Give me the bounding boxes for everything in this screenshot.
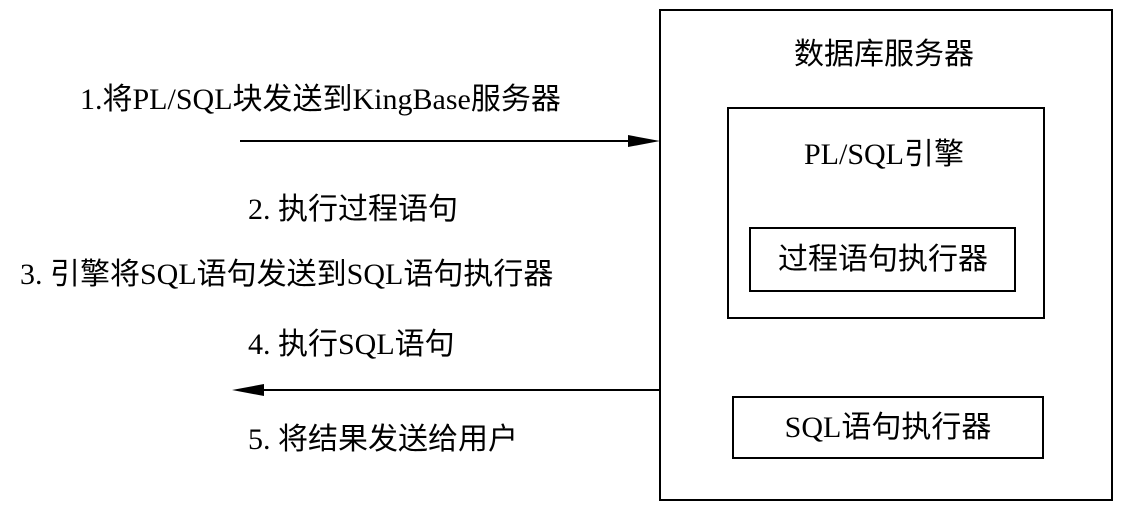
step-3-label: 3. 引擎将SQL语句发送到SQL语句执行器 bbox=[20, 258, 554, 291]
database-server-box bbox=[659, 9, 1113, 501]
step-4-label: 4. 执行SQL语句 bbox=[248, 328, 455, 361]
sql-executor-label: SQL语句执行器 bbox=[784, 411, 992, 444]
return-arrow bbox=[232, 384, 660, 396]
procedural-executor-box bbox=[749, 227, 1016, 292]
step-2-label: 2. 执行过程语句 bbox=[248, 193, 458, 226]
plsql-engine-box bbox=[727, 107, 1045, 319]
procedural-executor-label: 过程语句执行器 bbox=[778, 243, 988, 276]
send-arrow bbox=[240, 135, 660, 147]
step-5-label: 5. 将结果发送给用户 bbox=[248, 423, 518, 456]
sql-executor-box bbox=[732, 396, 1044, 459]
plsql-engine-title: PL/SQL引擎 bbox=[803, 138, 965, 171]
step-1-label: 1.将PL/SQL块发送到KingBase服务器 bbox=[80, 83, 561, 116]
database-server-title: 数据库服务器 bbox=[794, 38, 974, 71]
